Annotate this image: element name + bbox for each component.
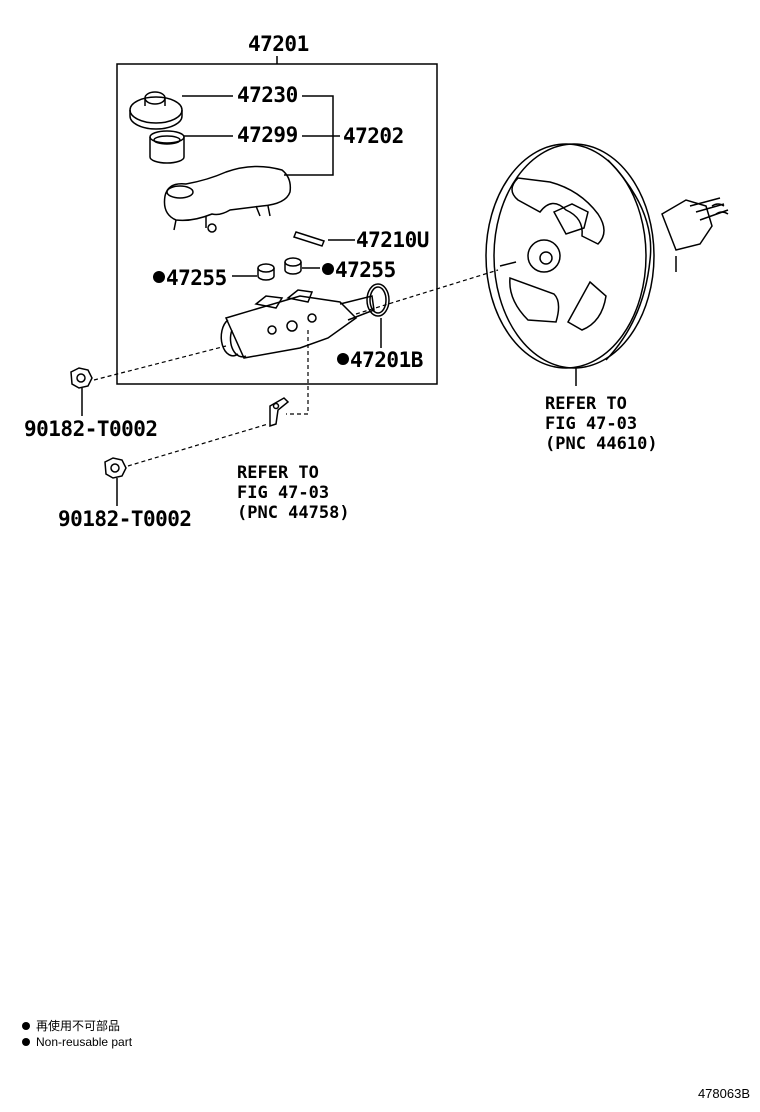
label-pin: 47210U [356, 228, 429, 252]
refer-bracket-line2: FIG 47-03 [237, 483, 329, 503]
nonreusable-dot-left [153, 271, 165, 283]
brake-booster-icon [485, 143, 729, 369]
refer-booster-line2: FIG 47-03 [545, 414, 637, 434]
label-reservoir-set: 47202 [343, 124, 404, 148]
refer-bracket-line3: (PNC 44758) [237, 503, 350, 523]
legend-dot-icon [22, 1038, 30, 1046]
legend-en: Non-reusable part [22, 1035, 132, 1049]
grommet-left-icon [257, 263, 275, 281]
legend-en-text: Non-reusable part [36, 1035, 133, 1049]
grommet-right-icon [284, 257, 302, 275]
bracket-icon [269, 397, 290, 428]
legend-jp-text: 再使用不可部品 [36, 1019, 121, 1033]
strainer-icon [149, 130, 185, 164]
master-cylinder-icon [220, 289, 375, 359]
label-nut-upper: 90182-T0002 [24, 417, 158, 441]
nut-lower-icon [104, 457, 127, 479]
refer-booster-line1: REFER TO [545, 394, 627, 414]
label-oring: 47201B [350, 348, 423, 372]
label-grommet-left: 47255 [166, 266, 227, 290]
legend-dot-icon [22, 1021, 30, 1030]
reservoir-tank-icon [163, 165, 292, 233]
label-strainer: 47299 [237, 123, 298, 147]
reservoir-pin-icon [293, 231, 325, 247]
figure-code: 478063B [697, 1086, 750, 1101]
nut-upper-icon [70, 367, 93, 389]
refer-bracket-line1: REFER TO [237, 463, 319, 483]
legend-jp: 再使用不可部品 [22, 1017, 120, 1034]
assembly-frame [116, 63, 438, 385]
reservoir-cap-icon [129, 91, 183, 130]
label-grommet-right: 47255 [335, 258, 396, 282]
nonreusable-dot-oring [337, 353, 349, 365]
label-assembly: 47201 [248, 32, 309, 56]
nonreusable-dot-right [322, 263, 334, 275]
label-cap: 47230 [237, 83, 298, 107]
o-ring-icon [366, 283, 390, 317]
label-nut-lower: 90182-T0002 [58, 507, 192, 531]
refer-booster-line3: (PNC 44610) [545, 434, 658, 454]
